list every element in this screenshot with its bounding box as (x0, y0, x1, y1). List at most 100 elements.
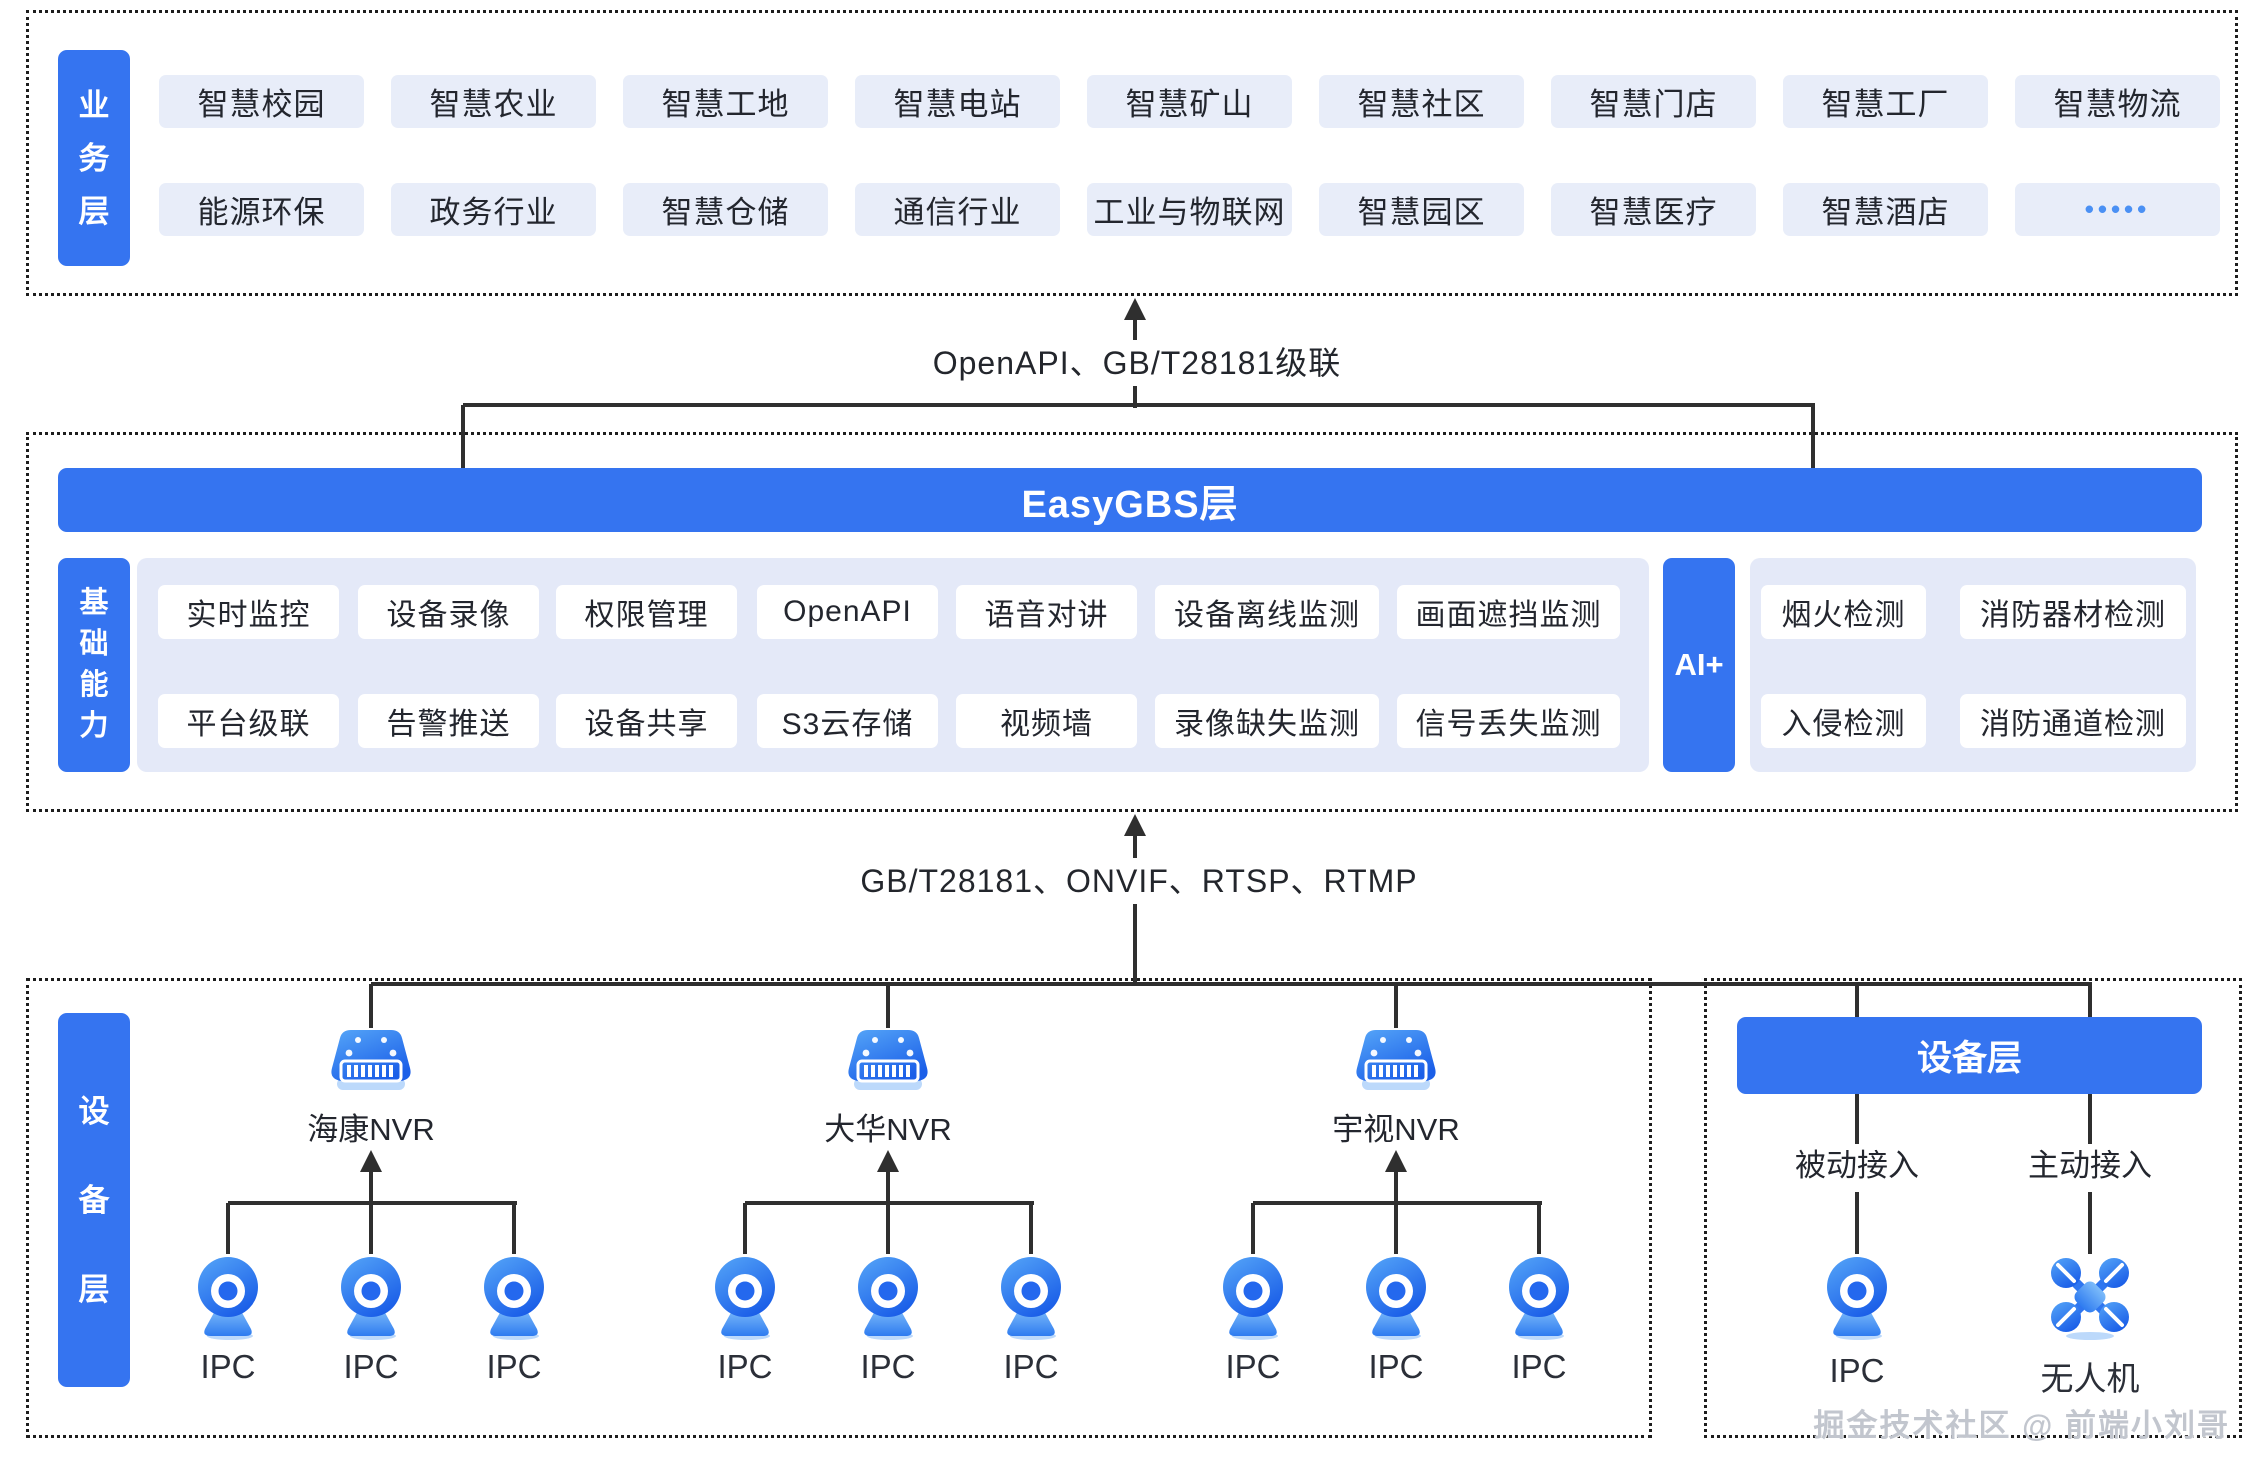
capability-pill: 信号丢失监测 (1397, 694, 1620, 748)
nvr-label: 海康NVR (307, 1112, 435, 1147)
ipc-label: IPC (860, 1348, 916, 1385)
ipc-camera-icon (1223, 1257, 1283, 1340)
ipc-camera-icon (1827, 1257, 1887, 1340)
ipc-camera-icon (1366, 1257, 1426, 1340)
capability-pill: 语音对讲 (956, 585, 1137, 639)
nvr-icon (1356, 1030, 1436, 1090)
connector-line (1394, 1168, 1398, 1254)
business-pill: 工业与物联网 (1087, 183, 1292, 236)
business-pill: 智慧农业 (391, 75, 596, 128)
business-pill: 智慧门店 (1551, 75, 1756, 128)
ipc-drop-line (1029, 1203, 1033, 1254)
ai-capability-pill: 消防器材检测 (1960, 585, 2186, 639)
access-device-label: IPC (1829, 1352, 1885, 1389)
access-mode-label: 被动接入 (1795, 1148, 1919, 1183)
ipc-camera-icon (1001, 1257, 1061, 1340)
vertical-tab-char: 础 (79, 628, 109, 660)
ipc-camera-icon (715, 1257, 775, 1340)
easygbs-title: EasyGBS层 (1021, 483, 1239, 526)
capability-pill: 平台级联 (158, 694, 339, 748)
capability-pill: 设备录像 (358, 585, 539, 639)
arrow-to-nvr-icon (360, 1150, 382, 1172)
ai-capability-pill: 入侵检测 (1761, 694, 1926, 748)
vertical-tab-char: 力 (79, 710, 109, 742)
vertical-tab-char: 备 (78, 1182, 110, 1218)
arrow-to-nvr-icon (877, 1150, 899, 1172)
ipc-camera-icon (1825, 1255, 1889, 1341)
business-pill: 智慧工地 (623, 75, 828, 128)
ipc-camera-icon (484, 1257, 544, 1340)
business-layer-box (26, 10, 2238, 296)
capability-pill: 录像缺失监测 (1155, 694, 1379, 748)
business-pill: 能源环保 (159, 183, 364, 236)
business-pill: 智慧电站 (855, 75, 1060, 128)
nvr-icon (331, 1030, 411, 1090)
access-device-label: 无人机 (2040, 1360, 2140, 1397)
ipc-label: IPC (717, 1348, 773, 1385)
ipc-camera-icon (999, 1255, 1063, 1341)
capability-pill: 实时监控 (158, 585, 339, 639)
vertical-tab-char: 层 (78, 1271, 110, 1307)
bracket-top (463, 403, 1815, 407)
connector-line (1811, 405, 1815, 470)
capability-pill: 设备离线监测 (1155, 585, 1379, 639)
business-pill: 智慧仓储 (623, 183, 828, 236)
ipc-camera-icon (1507, 1255, 1571, 1341)
access-line (1855, 1094, 1859, 1144)
business-pill: 智慧园区 (1319, 183, 1524, 236)
device-layer-tab: 设备层 (58, 1013, 130, 1387)
nvr-icon (1352, 1026, 1440, 1096)
connector-line (461, 405, 465, 470)
ipc-camera-icon (856, 1255, 920, 1341)
bracket-drop-line (2088, 984, 2092, 1019)
arrow-to-nvr-icon (1385, 1150, 1407, 1172)
ipc-camera-icon (858, 1257, 918, 1340)
capability-pill: OpenAPI (757, 585, 938, 639)
vertical-tab-char: 基 (79, 587, 109, 619)
bracket-drop-line (886, 984, 890, 1028)
nvr-label: 宇视NVR (1332, 1112, 1460, 1147)
capability-pill: 权限管理 (556, 585, 737, 639)
ipc-bracket (745, 1201, 1034, 1205)
business-pill: 政务行业 (391, 183, 596, 236)
business-layer-tab: 业务层 (58, 50, 130, 266)
ipc-label: IPC (1511, 1348, 1567, 1385)
ai-plus-tab: AI+ (1663, 558, 1735, 772)
device-access-header-label: 设备层 (1916, 1039, 2022, 1078)
connector-top-label: OpenAPI、GB/T28181级联 (914, 340, 1360, 386)
business-pill: 智慧物流 (2015, 75, 2220, 128)
ipc-label: IPC (200, 1348, 256, 1385)
capability-pill: 告警推送 (358, 694, 539, 748)
capability-tab: 基础能力 (58, 558, 130, 772)
nvr-label: 大华NVR (824, 1112, 952, 1147)
access-line (2088, 1094, 2092, 1144)
vertical-tab-char: 业 (78, 87, 110, 123)
ipc-drop-line (226, 1203, 230, 1254)
ipc-label: IPC (343, 1348, 399, 1385)
ai-capability-pill: 消防通道检测 (1960, 694, 2186, 748)
ipc-bracket (1253, 1201, 1542, 1205)
ipc-label: IPC (1003, 1348, 1059, 1385)
ipc-label: IPC (486, 1348, 542, 1385)
ipc-camera-icon (1509, 1257, 1569, 1340)
ipc-camera-icon (198, 1257, 258, 1340)
business-pill: 通信行业 (855, 183, 1060, 236)
business-pill: 智慧医疗 (1551, 183, 1756, 236)
ipc-camera-icon (341, 1257, 401, 1340)
ipc-camera-icon (482, 1255, 546, 1341)
ipc-label: IPC (1368, 1348, 1424, 1385)
vertical-tab-char: 务 (78, 140, 110, 176)
business-pill: 智慧社区 (1319, 75, 1524, 128)
bracket-drop-line (369, 984, 373, 1028)
access-line (1855, 1192, 1859, 1254)
ipc-drop-line (1251, 1203, 1255, 1254)
capability-pill: 画面遮挡监测 (1397, 585, 1620, 639)
nvr-icon (844, 1026, 932, 1096)
business-pill: 智慧矿山 (1087, 75, 1292, 128)
ai-plus-label: AI+ (1674, 647, 1724, 682)
easygbs-bar: EasyGBS层 (58, 468, 2202, 532)
ipc-camera-icon (1221, 1255, 1285, 1341)
drone-icon (2051, 1258, 2129, 1340)
nvr-icon (327, 1026, 415, 1096)
